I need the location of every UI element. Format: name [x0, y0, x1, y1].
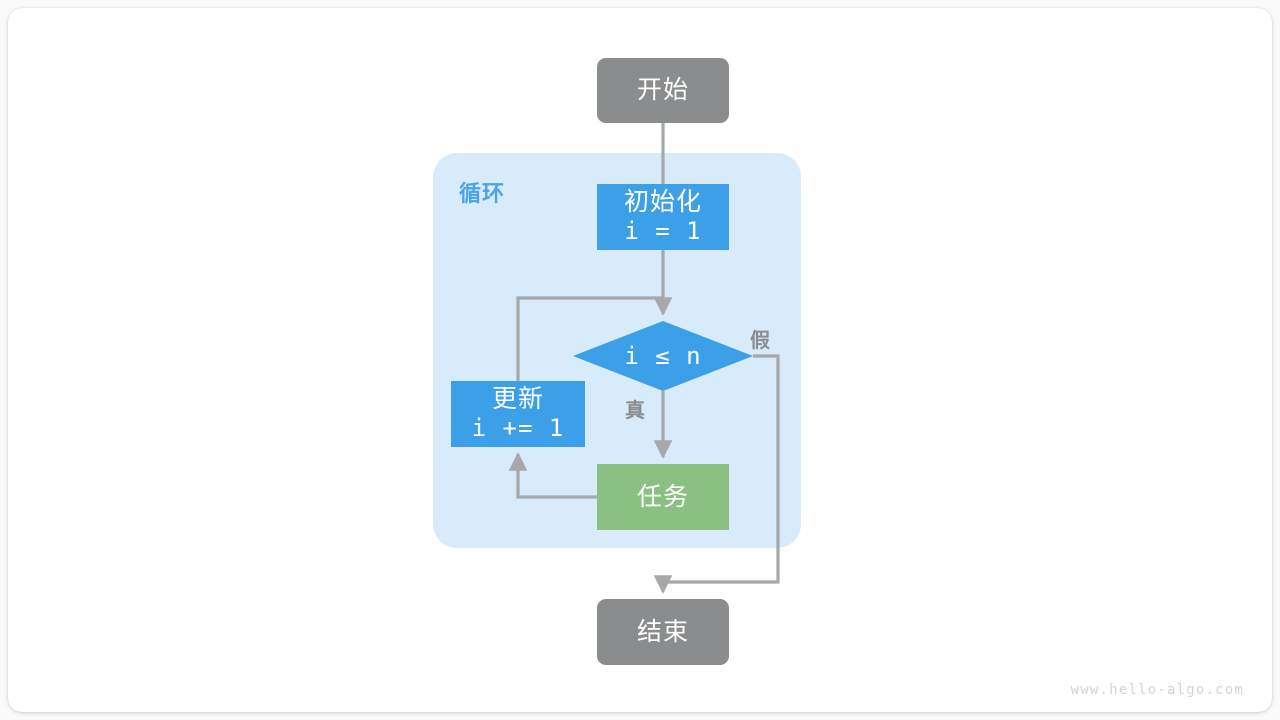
edge-update-to-condition [516, 296, 663, 381]
node-task-shape[interactable] [597, 464, 729, 530]
node-condition-shape[interactable] [573, 321, 753, 391]
node-start-shape[interactable] [597, 58, 729, 123]
node-init-shape[interactable] [597, 184, 729, 250]
flowchart-svg [433, 58, 801, 665]
node-end-shape[interactable] [597, 599, 729, 665]
loop-group-label: 循环 [459, 181, 506, 206]
diagram-stage: 循环 开始 初始化 i = 1 i ≤ n 更新 i += 1 任务 结束 真 … [8, 8, 1272, 712]
edge-condition-to-end [653, 354, 780, 594]
watermark: www.hello-algo.com [1070, 682, 1244, 698]
node-update-shape[interactable] [451, 381, 585, 447]
diagram-card: 循环 开始 初始化 i = 1 i ≤ n 更新 i += 1 任务 结束 真 … [8, 8, 1272, 712]
edge-task-to-update [508, 452, 597, 499]
